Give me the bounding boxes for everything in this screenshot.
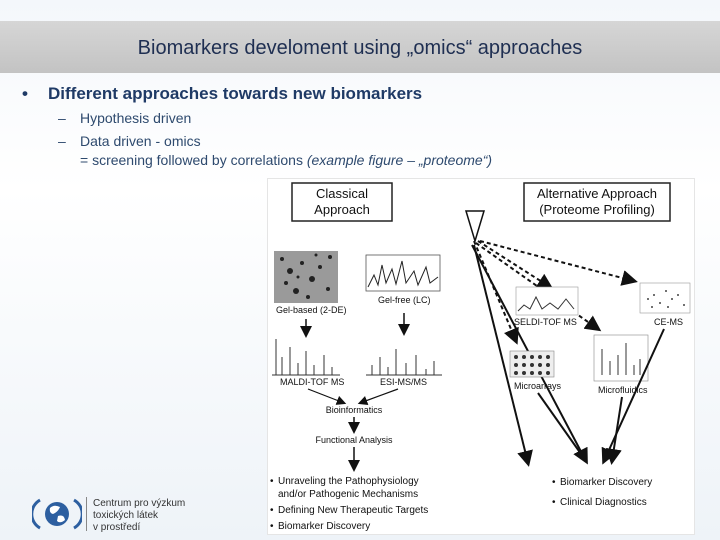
classical-approach-box	[291, 182, 393, 222]
sub-bullet-hypothesis: Hypothesis driven	[80, 110, 192, 126]
svg-text:•: •	[270, 521, 274, 532]
microfluidics-plot	[593, 334, 649, 382]
logo-line-2: toxických látek	[93, 510, 159, 521]
logo-line-1: Centrum pro výzkum	[93, 498, 186, 509]
bullet-dot-icon: •	[22, 84, 28, 103]
cems-plot	[639, 282, 691, 314]
outcome-left-1: Unraveling the Pathophysiology	[278, 476, 419, 487]
cems-label: CE-MS	[654, 317, 683, 327]
example-figure-note: (example figure – „proteome“)	[306, 152, 493, 168]
title-bar	[0, 21, 720, 73]
esi-label: ESI-MS/MS	[380, 377, 427, 387]
globe-logo-icon	[30, 498, 84, 530]
microarrays-label: Microarrays	[514, 381, 562, 391]
classical-label-1: Classical	[316, 186, 368, 201]
gel-free-label: Gel-free (LC)	[378, 295, 431, 305]
proteome-figure: Classical Approach Alternative Approach …	[267, 178, 695, 535]
right-outcomes-list: • Biomarker Discovery • Clinical Diagnosti…	[552, 477, 652, 508]
alternative-label-2: (Proteome Profiling)	[539, 202, 655, 217]
proteome-diagram: Classical Approach Alternative Approach …	[270, 182, 691, 532]
logo-text: Centrum pro výzkum toxických látek v pro…	[93, 498, 185, 534]
svg-text:•: •	[552, 497, 556, 508]
logo-separator	[86, 497, 87, 531]
gel-based-label: Gel-based (2-DE)	[276, 305, 347, 315]
alternative-label-1: Alternative Approach	[537, 186, 657, 201]
svg-text:•: •	[270, 476, 274, 487]
gel-image	[274, 251, 338, 303]
alternative-approach-box	[523, 182, 671, 222]
outcome-left-2: and/or Pathogenic Mechanisms	[278, 489, 418, 500]
dash-icon: –	[58, 133, 66, 149]
outcome-left-3: Defining New Therapeutic Targets	[278, 505, 428, 516]
functional-analysis-label: Functional Analysis	[315, 435, 393, 445]
lc-chromatogram	[365, 254, 441, 292]
main-bullet: Different approaches towards new biomark…	[48, 84, 423, 103]
bioinformatics-label: Bioinformatics	[326, 405, 383, 415]
outcome-left-4: Biomarker Discovery	[278, 521, 370, 532]
maldi-label: MALDI-TOF MS	[280, 377, 344, 387]
maldi-spectrum	[272, 339, 340, 376]
sub-bullet-data-driven: Data driven - omics	[80, 133, 201, 149]
screening-text: = screening followed by correlations	[80, 152, 307, 168]
dash-icon: –	[58, 110, 66, 126]
gel-spots	[280, 253, 332, 299]
esi-spectrum	[366, 349, 442, 376]
svg-text:•: •	[552, 477, 556, 488]
recetox-logo	[30, 494, 84, 539]
seldi-plot	[515, 286, 579, 316]
classical-label-2: Approach	[314, 202, 370, 217]
sub-bullet-screening: = screening followed by correlations (ex…	[80, 152, 492, 168]
outcome-right-2: Clinical Diagnostics	[560, 497, 647, 508]
slide-title: Biomarkers develoment using „omics“ appr…	[137, 37, 583, 59]
left-outcomes-list: • Unraveling the Pathophysiology and/or P…	[270, 476, 428, 532]
logo-line-3: v prostředí	[93, 522, 141, 533]
microfluidics-label: Microfluidics	[598, 385, 648, 395]
seldi-label: SELDI-TOF MS	[514, 317, 577, 327]
outcome-right-1: Biomarker Discovery	[560, 477, 652, 488]
funnel-icon	[464, 210, 486, 244]
svg-text:•: •	[270, 505, 274, 516]
